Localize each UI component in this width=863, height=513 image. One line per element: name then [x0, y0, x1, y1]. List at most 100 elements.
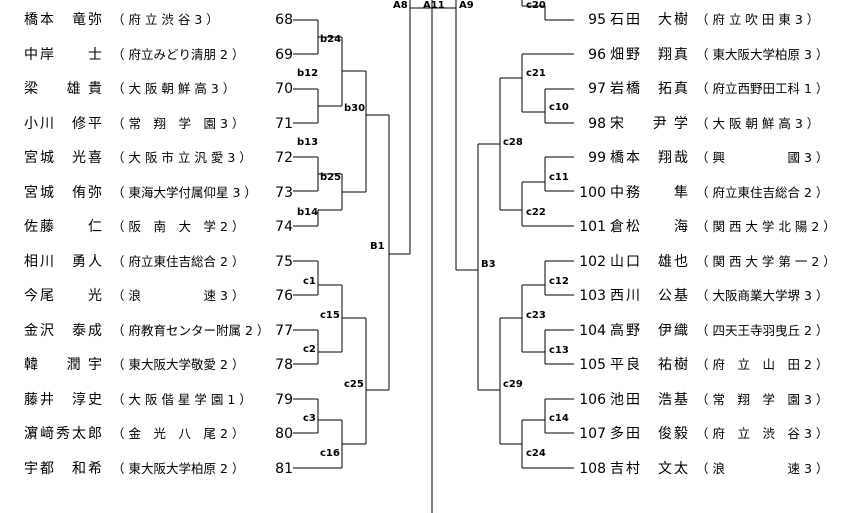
player-school: （ 大 阪 偕 星 学 園 1 ）	[112, 391, 252, 407]
player-number: 107	[579, 426, 606, 442]
player-name: 倉松 海	[610, 219, 688, 235]
player-name: 金沢 泰成	[24, 322, 102, 339]
match-label-A8: A8	[393, 0, 408, 11]
match-label-B3: B3	[481, 259, 496, 270]
player-number: 99	[588, 150, 606, 166]
player-number: 79	[275, 391, 293, 408]
player-number: 101	[579, 219, 606, 235]
player-number: 98	[588, 115, 606, 132]
player-name: 池田 浩基	[610, 391, 688, 408]
match-label-c10: c10	[549, 102, 569, 113]
player-number: 81	[275, 460, 293, 477]
player-name: 畑野 翔真	[610, 46, 688, 63]
player-name: 宋 尹学	[610, 115, 688, 132]
player-number: 97	[588, 81, 606, 97]
player-school: （ 浪 速 3 ）	[112, 288, 245, 303]
player-number: 68	[275, 12, 293, 28]
match-label-c24: c24	[526, 448, 546, 459]
player-name: 梁 雄貴	[24, 81, 102, 97]
player-school: （ 東大阪大学柏原 2 ）	[112, 460, 245, 476]
player-name: 中務 隼	[610, 184, 688, 201]
match-label-c22: c22	[526, 207, 546, 218]
player-name: 濵﨑秀太郎	[24, 426, 102, 442]
player-number: 102	[579, 253, 606, 270]
player-number: 96	[588, 46, 606, 63]
player-school: （ 東海大学付属仰星 3 ）	[112, 184, 257, 200]
player-school: （ 大 阪 朝 鮮 高 3 ）	[696, 115, 820, 131]
player-number: 104	[579, 322, 606, 339]
player-school: （ 府立東住吉総合 2 ）	[112, 253, 245, 269]
player-school: （ 府 立 渋 谷 3 ）	[696, 426, 829, 441]
match-label-b24: b24	[320, 34, 342, 45]
match-label-c28: c28	[503, 137, 523, 148]
match-label-b30: b30	[344, 103, 366, 114]
player-name: 吉村 文太	[610, 460, 688, 477]
player-school: （ 金 光 八 尾 2 ）	[112, 426, 245, 441]
player-number: 95	[588, 12, 606, 28]
match-label-b25: b25	[320, 172, 342, 183]
player-school: （ 阪 南 大 学 2 ）	[112, 219, 245, 234]
player-school: （ 府教育センター附属 2 ）	[112, 322, 270, 338]
player-number: 108	[579, 460, 606, 477]
match-label-c11: c11	[549, 172, 569, 183]
player-number: 72	[275, 150, 293, 166]
player-school: （ 府 立 渋 谷 3 ）	[112, 12, 219, 27]
player-number: 75	[275, 253, 293, 270]
match-label-c3: c3	[303, 413, 316, 424]
player-school: （ 常 翔 学 園 3 ）	[696, 391, 829, 407]
match-label-c2: c2	[303, 344, 316, 355]
player-school: （ 東大阪大学敬愛 2 ）	[112, 357, 245, 372]
player-school: （ 浪 速 3 ）	[696, 460, 829, 476]
player-number: 74	[275, 219, 293, 235]
match-label-B1: B1	[370, 241, 385, 252]
player-name: 相川 勇人	[24, 253, 102, 270]
player-name: 小川 修平	[24, 115, 102, 132]
right-bracket	[432, 0, 574, 469]
player-name: 今尾 光	[24, 288, 102, 304]
player-school: （ 府 立 吹 田 東 3 ）	[696, 12, 820, 27]
player-school: （ 府 立 山 田 2 ）	[696, 357, 829, 372]
player-name: 平良 祐樹	[610, 357, 688, 373]
player-school: （ 関 西 大 学 北 陽 2 ）	[696, 219, 836, 234]
match-label-b14: b14	[297, 207, 319, 218]
player-number: 69	[275, 46, 293, 63]
left-bracket	[293, 0, 432, 469]
match-label-c21: c21	[526, 68, 546, 79]
match-label-c16: c16	[320, 448, 340, 459]
player-name: 韓 潤宇	[24, 357, 102, 373]
match-label-c23: c23	[526, 310, 546, 321]
player-number: 105	[579, 357, 606, 373]
player-school: （ 四天王寺羽曳丘 2 ）	[696, 322, 829, 338]
player-school: （ 東大阪大学柏原 3 ）	[696, 46, 829, 62]
player-name: 宮城 光喜	[24, 150, 102, 166]
player-number: 106	[579, 391, 606, 408]
player-school: （ 府立西野田工科 1 ）	[696, 81, 829, 96]
player-number: 103	[579, 288, 606, 304]
player-name: 橋本 翔哉	[610, 150, 688, 166]
match-label-A9: A9	[459, 0, 474, 11]
match-label-c12: c12	[549, 276, 569, 287]
player-school: （ 常 翔 学 園 3 ）	[112, 115, 245, 131]
match-label-c25: c25	[344, 379, 364, 390]
player-name: 岩橋 拓真	[610, 81, 688, 97]
player-number: 73	[275, 184, 293, 201]
player-name: 多田 俊毅	[610, 426, 688, 442]
player-number: 71	[275, 115, 293, 132]
player-school: （ 大 阪 朝 鮮 高 3 ）	[112, 81, 236, 96]
player-name: 山口 雄也	[610, 253, 688, 270]
match-label-c15: c15	[320, 310, 340, 321]
match-label-A11: A11	[423, 0, 445, 11]
match-label-c14: c14	[549, 413, 569, 424]
player-number: 80	[275, 426, 293, 442]
match-label-c13: c13	[549, 345, 569, 356]
match-label-c20: c20	[526, 0, 546, 11]
player-number: 100	[579, 184, 606, 201]
player-number: 76	[275, 288, 293, 304]
player-name: 中岸 士	[24, 46, 102, 63]
player-school: （ 興 國 3 ）	[696, 150, 829, 165]
player-name: 橋本 竜弥	[24, 12, 102, 28]
player-school: （ 府立みどり清朋 2 ）	[112, 46, 245, 62]
player-school: （ 府立東住吉総合 2 ）	[696, 184, 829, 200]
match-label-b12: b12	[297, 68, 319, 79]
